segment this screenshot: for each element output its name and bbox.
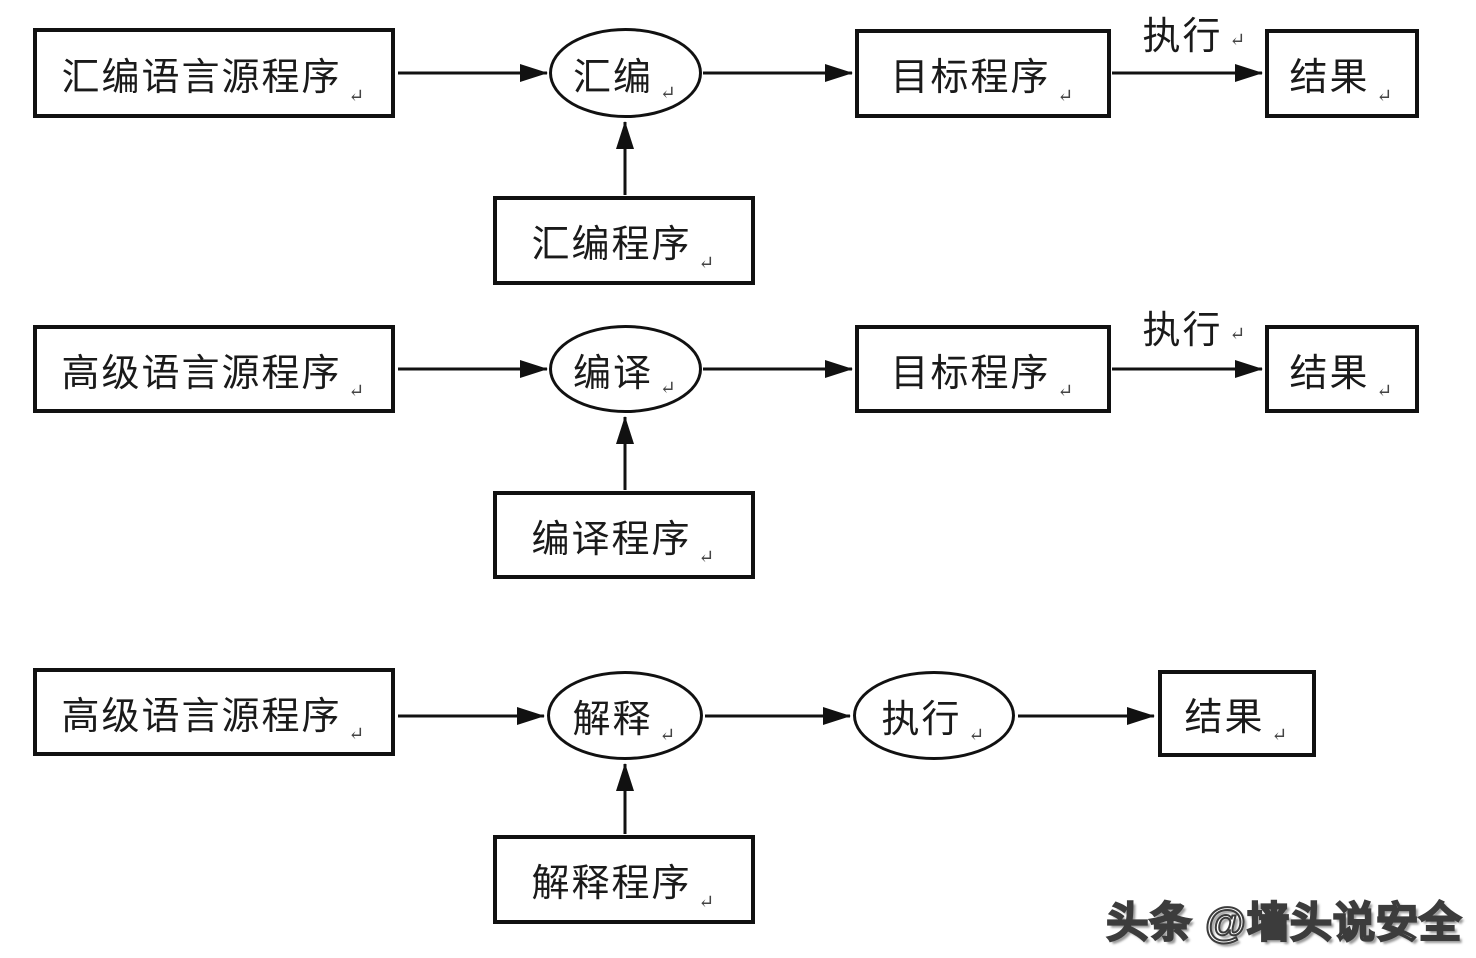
return-mark: ↵ <box>660 378 678 400</box>
assemble-ellipse: 汇编 ↵ <box>549 28 702 118</box>
hll-source-label: 高级语言源程序 <box>61 352 342 395</box>
return-mark: ↵ <box>348 724 367 746</box>
result-box-r1: 结果 ↵ <box>1265 29 1419 118</box>
interpreter-program-label: 解释程序 <box>531 863 692 905</box>
return-mark: ↵ <box>348 381 367 403</box>
target-program-label: 目标程序 <box>890 352 1051 395</box>
interpreter-program-box: 解释程序 ↵ <box>493 835 755 924</box>
return-mark: ↵ <box>698 253 717 275</box>
return-mark: ↵ <box>698 547 717 569</box>
target-program-label: 目标程序 <box>890 57 1051 99</box>
compiler-program-box: 编译程序 ↵ <box>493 491 755 579</box>
result-label: 结果 <box>1289 352 1370 395</box>
return-mark: ↵ <box>1376 86 1395 108</box>
execute-edge-label-r2: 执行 ↵ <box>1125 300 1265 352</box>
target-program-box-r2: 目标程序 ↵ <box>855 325 1111 413</box>
result-label: 结果 <box>1184 697 1265 739</box>
return-mark: ↵ <box>698 892 717 914</box>
return-mark: ↵ <box>968 725 987 747</box>
return-mark: ↵ <box>1057 381 1076 403</box>
return-mark: ↵ <box>1057 86 1076 108</box>
return-mark: ↵ <box>660 83 678 105</box>
result-box-r2: 结果 ↵ <box>1265 325 1419 413</box>
watermark-text: 头条 @墙头说安全 <box>1105 898 1462 947</box>
interpret-ellipse: 解释 ↵ <box>547 671 703 760</box>
hll-source-box-r3: 高级语言源程序 ↵ <box>33 668 395 756</box>
assembler-program-box: 汇编程序 ↵ <box>493 196 755 285</box>
return-mark: ↵ <box>1376 381 1395 403</box>
assembler-program-label: 汇编程序 <box>531 224 692 266</box>
assembly-source-label: 汇编语言源程序 <box>61 56 342 99</box>
execute-label: 执行 <box>881 699 962 741</box>
return-mark: ↵ <box>348 86 367 108</box>
execute-ellipse: 执行 ↵ <box>853 671 1015 760</box>
compiler-program-label: 编译程序 <box>531 518 692 561</box>
return-mark: ↵ <box>1229 30 1248 52</box>
assembly-source-box: 汇编语言源程序 ↵ <box>33 28 395 118</box>
compile-ellipse: 编译 ↵ <box>549 325 702 413</box>
execute-label: 执行 <box>1142 309 1223 352</box>
hll-source-label: 高级语言源程序 <box>61 695 342 738</box>
interpret-label: 解释 <box>572 699 653 741</box>
return-mark: ↵ <box>1229 324 1248 346</box>
result-box-r3: 结果 ↵ <box>1158 670 1316 757</box>
assemble-label: 汇编 <box>573 56 654 99</box>
return-mark: ↵ <box>659 725 678 747</box>
return-mark: ↵ <box>1271 725 1290 747</box>
execute-edge-label-r1: 执行 ↵ <box>1125 6 1265 58</box>
execute-label: 执行 <box>1142 15 1223 58</box>
target-program-box-r1: 目标程序 ↵ <box>855 29 1111 118</box>
hll-source-box-r2: 高级语言源程序 ↵ <box>33 325 395 413</box>
result-label: 结果 <box>1289 57 1370 99</box>
compile-label: 编译 <box>573 352 654 395</box>
